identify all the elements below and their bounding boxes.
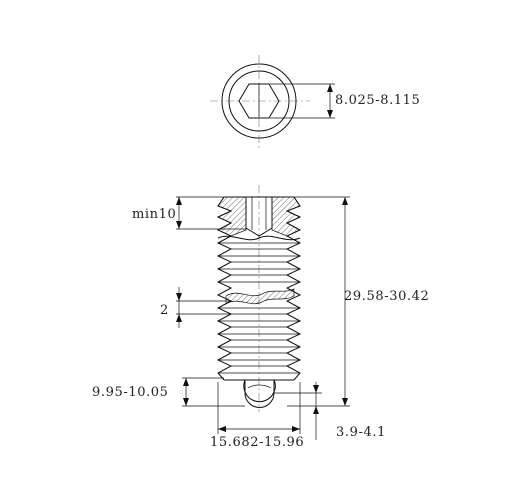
outer-circle — [221, 63, 297, 139]
hex-socket-section — [245, 197, 273, 237]
inner-circle — [228, 70, 290, 132]
pitch-label: 2 — [160, 303, 169, 318]
hex-dimension-label: 8.025-8.115 — [335, 93, 420, 108]
ball — [243, 379, 276, 403]
break-line-top — [217, 235, 301, 241]
total-length-label: 29.58-30.42 — [344, 289, 429, 304]
hex-socket — [238, 83, 280, 119]
section-hatch-left — [217, 196, 247, 237]
top-view: 8.025-8.115 — [210, 55, 420, 150]
thread-lines — [218, 242, 300, 374]
break-hatch-middle — [225, 288, 295, 305]
ball-protrusion-label: 3.9-4.1 — [336, 425, 386, 440]
side-view: min10 2 29.58-30.42 9.95-10.05 15.682-15… — [92, 185, 429, 450]
thread-diameter-label: 15.682-15.96 — [210, 435, 304, 450]
min-depth-label: min10 — [132, 207, 176, 222]
section-hatch-right — [271, 196, 301, 237]
ball-offset-label: 9.95-10.05 — [92, 385, 169, 400]
